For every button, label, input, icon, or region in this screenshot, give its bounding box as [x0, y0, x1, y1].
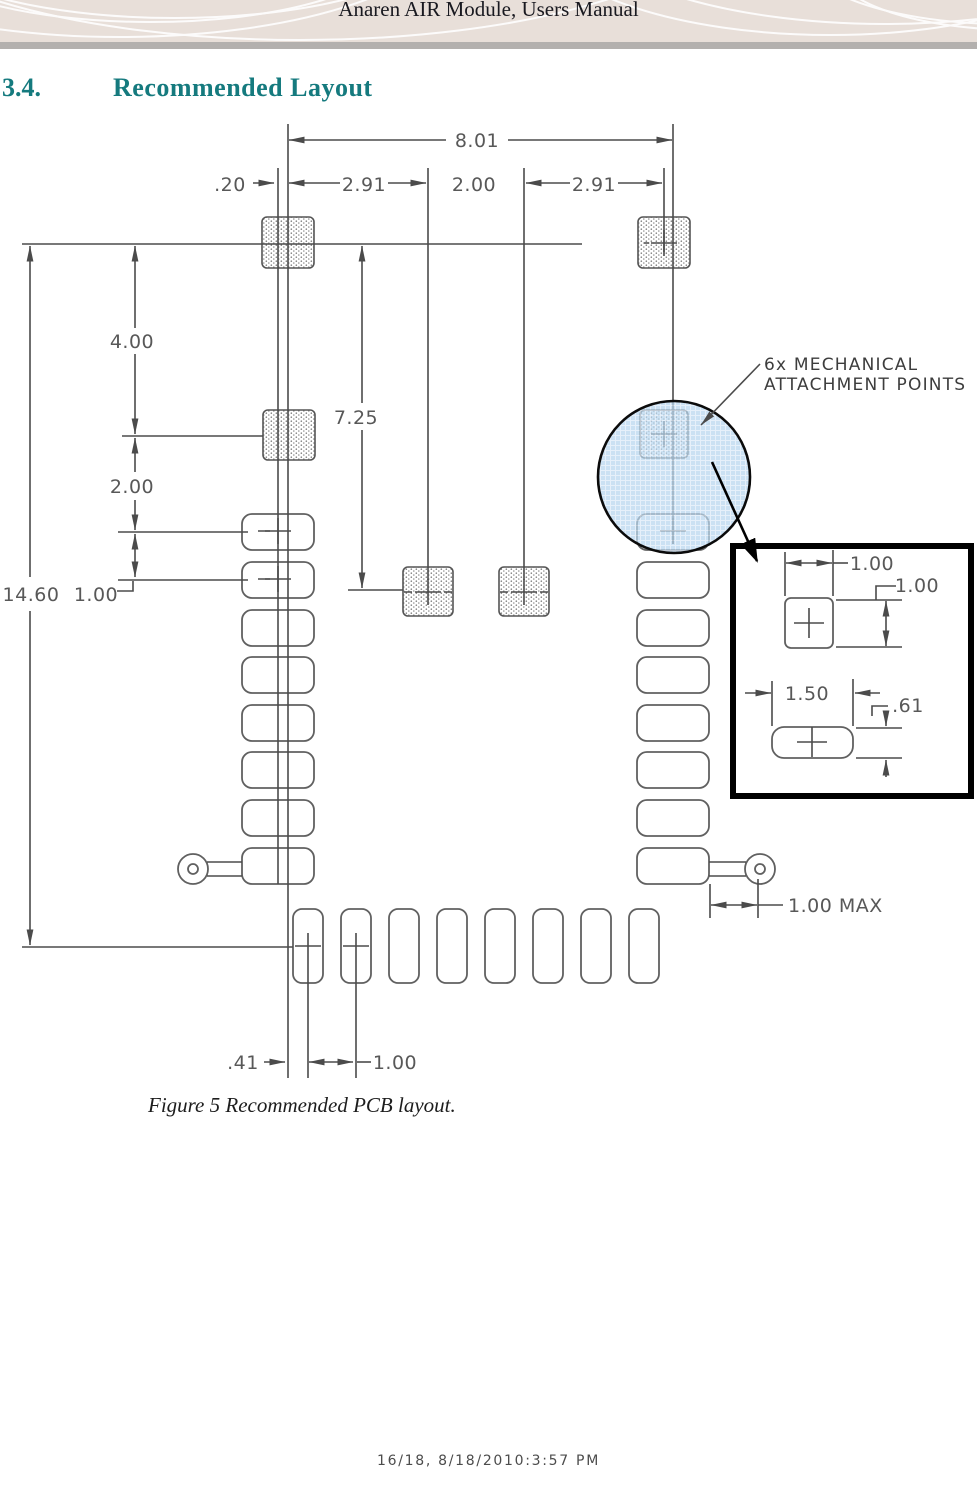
pad-center-marks — [258, 230, 686, 605]
dim-max-note: 1.00 MAX — [788, 895, 883, 917]
page-header: Anaren AIR Module, Users Manual — [0, 0, 977, 42]
dim-bottom-pitch: 1.00 — [373, 1052, 417, 1074]
dim-overall-width: 8.01 — [455, 130, 499, 152]
document-title: Anaren AIR Module, Users Manual — [338, 0, 639, 21]
dim-span-center: 2.00 — [452, 174, 496, 196]
callout-leader — [700, 363, 761, 426]
right-via-pad — [709, 853, 776, 885]
dim-overall-height: 14.60 — [3, 584, 60, 606]
dim-span-left: 2.91 — [342, 174, 386, 196]
dim-bottom-offset: .41 — [227, 1052, 259, 1074]
header-swirl-decoration — [0, 0, 977, 41]
bottom-pad-row — [292, 908, 660, 984]
section-number: 3.4. — [2, 73, 41, 102]
dim-v-inner: 7.25 — [334, 407, 378, 429]
detail-pointer-arrow — [710, 461, 759, 563]
mechanical-points-label-line2: ATTACHMENT POINTS — [764, 375, 966, 395]
dim-v-mid: 2.00 — [110, 476, 154, 498]
left-via-pad — [177, 853, 242, 885]
figure-caption: Figure 5 Recommended PCB layout. — [148, 1093, 456, 1117]
left-pad-column — [241, 513, 315, 885]
mechanical-attachment-pads — [261, 216, 691, 617]
dimension-lines — [22, 124, 783, 1078]
dim-v-upper: 4.00 — [110, 331, 154, 353]
right-pad-column — [636, 513, 710, 885]
detail-inset-box — [730, 543, 974, 799]
mechanical-points-label-line1: 6x MECHANICAL — [764, 355, 918, 375]
dim-v-pitch: 1.00 — [74, 584, 118, 606]
dim-detail-pad-w: 1.00 — [850, 553, 894, 575]
page-footer: 16/18, 8/18/2010:3:57 PM — [377, 1453, 600, 1469]
dim-edge-offset: .20 — [214, 174, 246, 196]
dim-detail-pad2-w: 1.50 — [785, 683, 829, 705]
highlight-circle — [596, 399, 752, 555]
section-heading: 3.4. Recommended Layout — [0, 73, 977, 107]
dimension-labels: 8.01 .20 2.91 2.00 2.91 4.00 2.00 14.60 … — [3, 130, 966, 1074]
dim-detail-pad2-h: .61 — [892, 695, 924, 717]
dim-detail-pad-h: 1.00 — [895, 575, 939, 597]
dim-span-right: 2.91 — [572, 174, 616, 196]
section-title: Recommended Layout — [113, 73, 373, 102]
header-divider-bar — [0, 42, 977, 49]
